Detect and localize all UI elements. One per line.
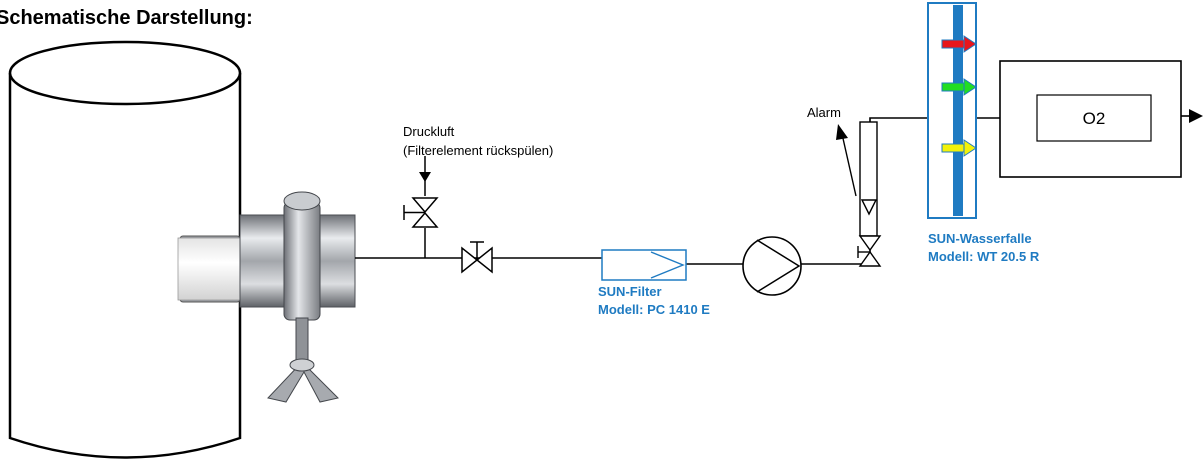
alarm-signal: [836, 124, 856, 196]
diagram-title: Schematische Darstellung:: [0, 7, 253, 29]
waterfall-name: SUN-Wasserfalle: [928, 231, 1032, 246]
shutoff-valve: [462, 242, 492, 272]
filter-model: Modell: PC 1410 E: [598, 302, 710, 317]
flow-meter: [858, 122, 880, 266]
filter-name: SUN-Filter: [598, 284, 662, 299]
compressed-air-note: (Filterelement rückspülen): [403, 143, 553, 158]
sun-filter: [602, 250, 686, 280]
pump: [743, 237, 801, 295]
waterfall-model: Modell: WT 20.5 R: [928, 249, 1040, 264]
backflush-valve: [404, 156, 437, 258]
air-inlet-arrow-icon: [419, 172, 431, 182]
alarm-label: Alarm: [807, 105, 841, 120]
sun-waterfall: [928, 3, 976, 218]
outlet: [1181, 109, 1203, 123]
analyzer-label: O2: [1083, 109, 1106, 128]
compressed-air-label: Druckluft: [403, 124, 455, 139]
sample-line: [355, 118, 1000, 264]
outlet-arrow-icon: [1189, 109, 1203, 123]
